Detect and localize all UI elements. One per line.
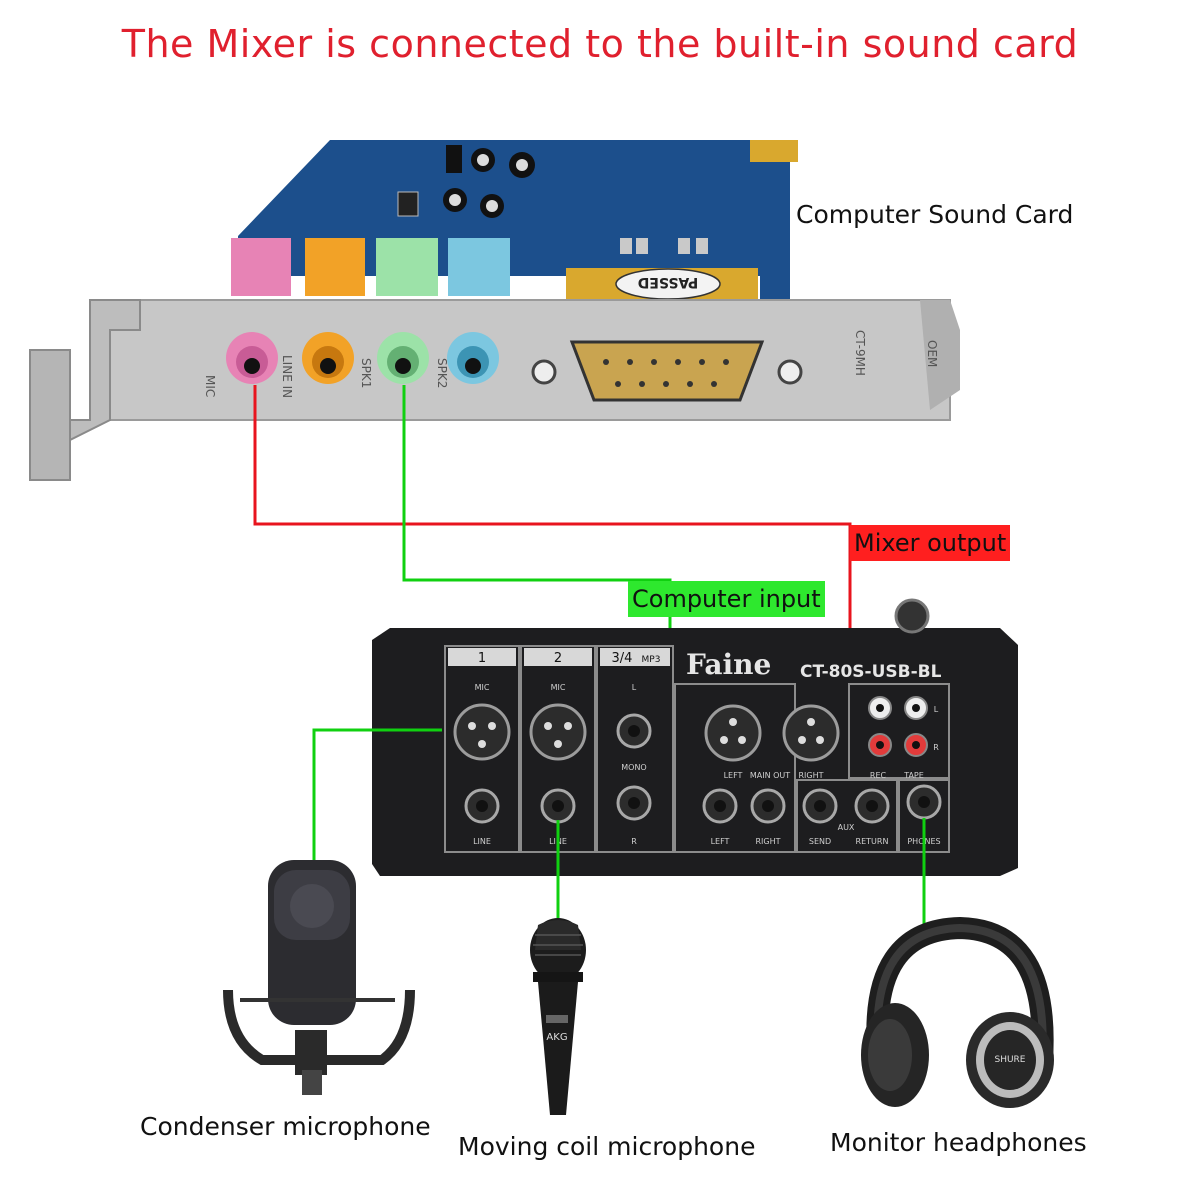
rca-l-text: L	[934, 705, 939, 714]
headphones-icon: SHURE	[861, 916, 1054, 1108]
ch1-xlr-input[interactable]	[453, 703, 511, 761]
moving-coil-mic-label: Moving coil microphone	[458, 1132, 756, 1161]
ch3-mono-text: MONO	[621, 763, 646, 772]
line-right-text: RIGHT	[755, 837, 780, 846]
game-port[interactable]	[531, 340, 803, 402]
port-label-spk2: SPK2	[435, 358, 449, 388]
mixer-top-knob[interactable]	[894, 598, 930, 634]
tape-rca-l[interactable]	[904, 696, 928, 720]
port-label-spk1: SPK1	[359, 358, 373, 388]
rca-r-text: R	[933, 743, 939, 752]
green-cable-condenser	[312, 728, 442, 860]
bracket-corner-label: OEM	[925, 340, 939, 367]
aux-send-text: SEND	[809, 837, 831, 846]
line-left-text: LEFT	[711, 837, 730, 846]
port-label-mic: MIC	[203, 375, 217, 397]
passed-sticker-text: PASSED	[638, 274, 699, 290]
mixer-model: CT-80S-USB-BL	[800, 662, 942, 682]
tape-text: TAPE	[903, 771, 924, 780]
headphone-brand: SHURE	[994, 1055, 1025, 1065]
port-label-line-in: LINE IN	[280, 355, 294, 398]
main-out-text: MAIN OUT	[750, 771, 790, 780]
main-out-left-xlr[interactable]	[704, 704, 762, 762]
page-title: The Mixer is connected to the built-in s…	[121, 22, 1079, 66]
rec-text: REC	[870, 771, 887, 780]
condenser-microphone-icon	[223, 860, 415, 1095]
condenser-mic-label: Condenser microphone	[140, 1112, 431, 1141]
mic-jack[interactable]	[226, 332, 278, 384]
sound-card-label: Computer Sound Card	[796, 200, 1074, 229]
main-right-text: RIGHT	[798, 771, 823, 780]
mic-brand: AKG	[546, 1032, 567, 1043]
aux-return-text: RETURN	[856, 837, 889, 846]
dynamic-microphone-icon: AKG	[530, 918, 586, 1115]
pcb-jack-pink	[231, 238, 291, 296]
rec-rca-l[interactable]	[868, 696, 892, 720]
ch1-mic-text: MIC	[475, 683, 490, 692]
mixer-output-tag: Mixer output	[850, 525, 1011, 561]
sound-card: PASSED MIC LINE IN SPK1 SPK2 CT-9MH OEM	[29, 140, 960, 481]
ch2-mic-text: MIC	[551, 683, 566, 692]
aux-text: AUX	[838, 823, 855, 832]
sound-card-bracket	[88, 299, 951, 421]
tape-rca-r[interactable]	[904, 733, 928, 757]
ch2-xlr-input[interactable]	[529, 703, 587, 761]
spk2-jack[interactable]	[447, 332, 499, 384]
ch1-line-text: LINE	[473, 837, 491, 846]
pcb-edge-connector	[750, 140, 798, 162]
channel-2-label: 2	[554, 651, 562, 666]
spk1-jack[interactable]	[377, 332, 429, 384]
pcb-jack-orange	[305, 238, 365, 296]
channel-3-4-label: 3/4	[612, 651, 633, 666]
ch3-l-text: L	[632, 683, 637, 692]
channel-1-label: 1	[478, 651, 486, 666]
bracket-side-label: CT-9MH	[853, 330, 867, 376]
capacitors	[397, 145, 708, 254]
computer-input-tag: Computer input	[628, 581, 825, 617]
pcb-jack-blue	[448, 238, 510, 296]
mixer: 1 2 3/4 MP3 Faine CT-80S-USB-BL MIC MIC …	[372, 598, 1018, 876]
headphones-label: Monitor headphones	[830, 1128, 1087, 1157]
ch3-r-text: R	[631, 837, 637, 846]
line-in-jack[interactable]	[302, 332, 354, 384]
mixer-brand: Faine	[686, 648, 771, 681]
main-out-right-xlr[interactable]	[782, 704, 840, 762]
main-left-text: LEFT	[724, 771, 743, 780]
pcb-jack-green	[376, 238, 438, 296]
rec-rca-r[interactable]	[868, 733, 892, 757]
channel-3-4-suffix: MP3	[642, 655, 661, 665]
